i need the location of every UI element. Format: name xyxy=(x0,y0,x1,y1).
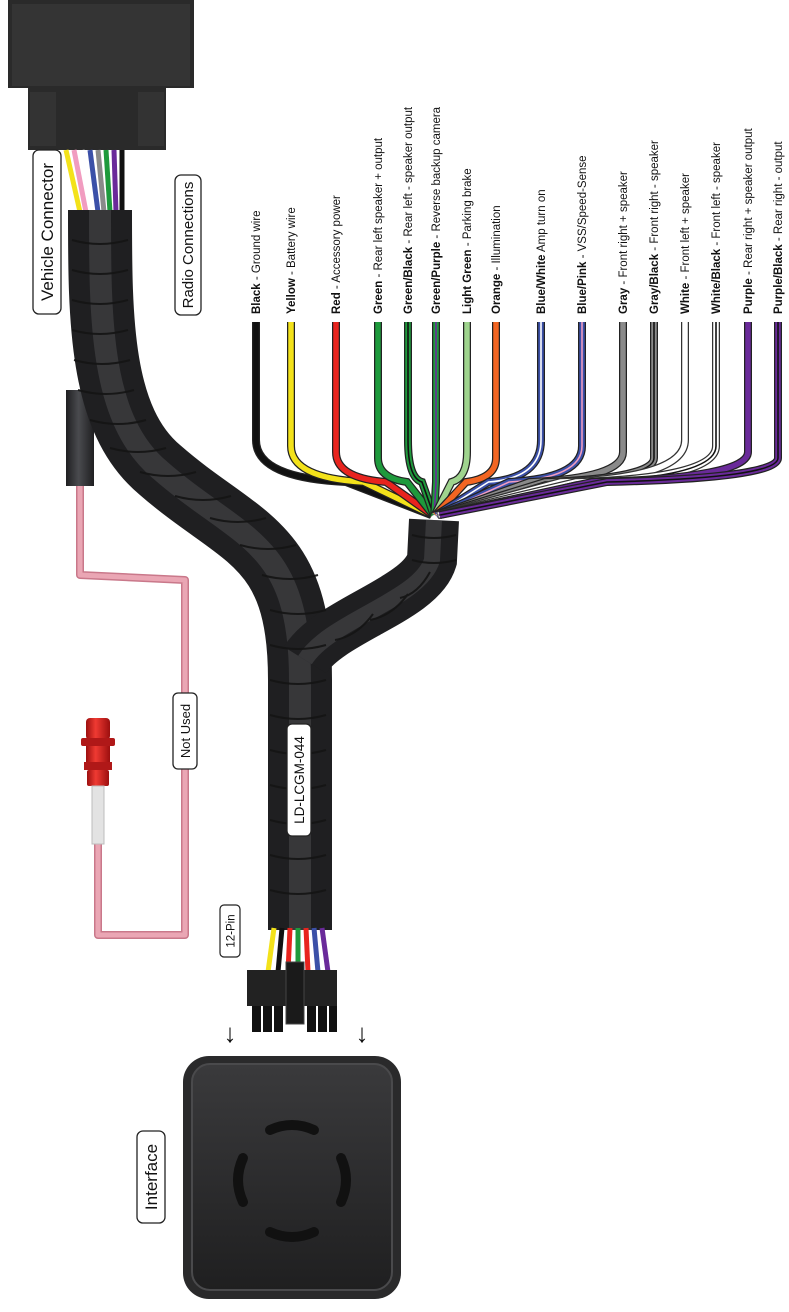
wire-description: - Rear left - speaker output xyxy=(403,106,415,247)
twelve-pin-harness-wires xyxy=(265,927,331,973)
unused-wire xyxy=(76,470,189,939)
wire-label-text: Purple - Rear right + speaker output xyxy=(743,127,755,314)
wire-color-name: Blue/Pink xyxy=(577,261,589,314)
wire-color-name: Black xyxy=(251,283,263,314)
interface-text: Interface xyxy=(142,1144,161,1210)
vehicle-connector-wires xyxy=(63,149,125,213)
radio-wires xyxy=(252,322,782,519)
wire-description: - Front left - speaker xyxy=(711,142,723,249)
radio-wire-stripe xyxy=(440,322,779,516)
wire-label: Black - Ground wire xyxy=(251,210,263,314)
wire-description: - VSS/Speed-Sense xyxy=(577,155,589,261)
wire-label: Blue/White Amp turn on xyxy=(536,189,548,314)
wire-label: Gray/Black - Front right - speaker xyxy=(649,140,661,314)
wire-description: - Battery wire xyxy=(286,207,298,278)
interface-label: Interface xyxy=(136,1130,166,1224)
wire-description: - Rear right + speaker output xyxy=(743,127,755,278)
wire-label-text: Blue/Pink - VSS/Speed-Sense xyxy=(577,155,589,314)
wire-label: Green - Rear left speaker + output xyxy=(373,137,385,314)
wire-label: Gray - Front right + speaker xyxy=(618,171,630,314)
wire-label: White - Front left + speaker xyxy=(680,173,692,314)
wire-label: Purple - Rear right + speaker output xyxy=(743,127,755,314)
wire-description: - Parking brake xyxy=(462,168,474,249)
wire-color-name: Green/Purple xyxy=(431,242,443,314)
wire-label-text: Gray/Black - Front right - speaker xyxy=(649,140,661,314)
not-used-label: Not Used xyxy=(172,692,198,770)
wire-label-text: Yellow - Battery wire xyxy=(286,207,298,314)
wire-color-name: Yellow xyxy=(286,278,298,314)
twelve-pin-connector xyxy=(247,961,337,1032)
wire-description: - Rear right - output xyxy=(773,141,785,245)
wire-label-text: Green/Purple - Reverse backup camera xyxy=(431,106,443,314)
wire-description: - Front right + speaker xyxy=(618,171,630,288)
pin-count-text: 12-Pin xyxy=(226,914,238,947)
wire-label-text: White - Front left + speaker xyxy=(680,173,692,314)
wire-label-text: Light Green - Parking brake xyxy=(462,168,474,314)
wire-label-text: Blue/White Amp turn on xyxy=(536,189,548,314)
wire-color-name: White/Black xyxy=(711,248,723,314)
radio-connections-text: Radio Connections xyxy=(180,182,197,309)
vehicle-connector-text: Vehicle Connector xyxy=(38,163,57,301)
not-used-text: Not Used xyxy=(178,704,193,758)
radio-wire xyxy=(288,322,433,518)
wire-label-text: Black - Ground wire xyxy=(251,210,263,314)
wire-description: - Reverse backup camera xyxy=(431,106,443,241)
wire-description: Amp turn on xyxy=(536,189,548,254)
radio-wire-stripe xyxy=(435,322,542,516)
part-number-text: LD-LCGM-044 xyxy=(292,736,307,824)
wire-label-text: Gray - Front right + speaker xyxy=(618,171,630,314)
unused-red-terminal xyxy=(81,718,115,845)
wire-color-name: Gray xyxy=(618,287,630,314)
interface-module xyxy=(183,1056,401,1299)
wire-description: - Illumination xyxy=(491,205,503,273)
wire-label: Orange - Illumination xyxy=(491,205,503,314)
wire-label: Red - Accessory power xyxy=(331,195,343,314)
wire-label: White/Black - Front left - speaker xyxy=(711,142,723,314)
wire-color-name: Green/Black xyxy=(403,246,415,314)
wire-label-text: Green/Black - Rear left - speaker output xyxy=(403,106,415,314)
part-number-label: LD-LCGM-044 xyxy=(286,723,312,837)
wire-color-name: Orange xyxy=(491,274,503,314)
radio-wire-stripe xyxy=(407,322,435,516)
wire-description: - Rear left speaker + output xyxy=(373,137,385,281)
wire-color-name: Purple xyxy=(743,278,755,314)
wire-description: - Front left + speaker xyxy=(680,173,692,283)
wire-color-name: Purple/Black xyxy=(773,244,785,314)
radio-connections-label: Radio Connections xyxy=(174,174,202,316)
wire-color-name: Light Green xyxy=(462,249,474,314)
arrow-right-icon: ↓ xyxy=(356,1018,369,1048)
radio-wire xyxy=(433,322,499,517)
radio-wire-stripe xyxy=(436,322,583,516)
wire-description: - Ground wire xyxy=(251,210,263,283)
wire-label-text: Orange - Illumination xyxy=(491,205,503,314)
wire-color-name: Blue/White xyxy=(536,255,548,314)
wire-label: Green/Black - Rear left - speaker output xyxy=(403,106,415,314)
wire-color-name: White xyxy=(680,283,692,314)
wire-label-text: Red - Accessory power xyxy=(331,195,343,314)
wire-label-text: Purple/Black - Rear right - output xyxy=(773,141,785,314)
radio-wire xyxy=(333,322,434,518)
wire-color-name: Gray/Black xyxy=(649,253,661,314)
radio-wire xyxy=(375,322,436,517)
main-sleeve xyxy=(68,209,459,930)
radio-wire-stripe xyxy=(433,322,437,516)
vehicle-connector xyxy=(8,0,194,150)
wire-label: Light Green - Parking brake xyxy=(462,168,474,314)
wire-color-name: Red xyxy=(331,292,343,314)
vehicle-connector-label: Vehicle Connector xyxy=(32,149,62,315)
wire-label: Green/Purple - Reverse backup camera xyxy=(431,106,443,314)
arrow-left-icon: ↓ xyxy=(224,1018,237,1048)
wire-label-text: White/Black - Front left - speaker xyxy=(711,142,723,314)
wire-label: Yellow - Battery wire xyxy=(286,207,298,314)
pin-count-label: 12-Pin xyxy=(219,904,241,958)
wire-color-name: Green xyxy=(373,281,385,314)
wire-label-text: Green - Rear left speaker + output xyxy=(373,137,385,314)
wire-label: Purple/Black - Rear right - output xyxy=(773,141,785,314)
wire-description: - Accessory power xyxy=(331,195,343,292)
wire-description: - Front right - speaker xyxy=(649,140,661,254)
radio-wire xyxy=(432,322,470,517)
wire-label: Blue/Pink - VSS/Speed-Sense xyxy=(577,155,589,314)
